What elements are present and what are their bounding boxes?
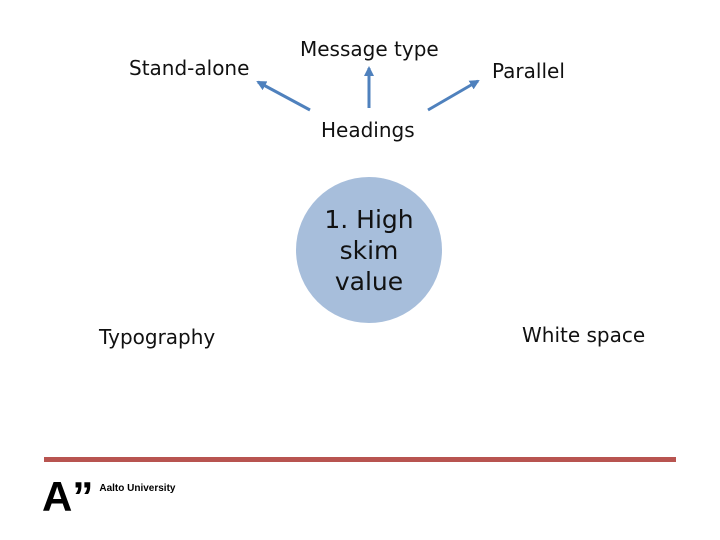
logo-mark: A” [42, 473, 94, 520]
center-line-1: 1. High [324, 204, 414, 234]
footer-divider [44, 457, 676, 462]
arrow-to-stand-alone [256, 80, 311, 112]
logo-text: Aalto University [99, 483, 176, 494]
center-circle: 1. High skim value [296, 177, 442, 323]
label-stand-alone: Stand-alone [129, 56, 250, 80]
label-typography: Typography [99, 325, 216, 349]
arrow-to-parallel [427, 79, 480, 112]
label-white-space: White space [522, 323, 646, 347]
center-line-2: skim [339, 235, 399, 265]
aalto-logo: A” Aalto University [42, 473, 176, 520]
center-line-3: value [334, 266, 404, 296]
label-message-type: Message type [300, 37, 439, 61]
label-parallel: Parallel [492, 59, 565, 83]
label-headings: Headings [321, 118, 415, 142]
